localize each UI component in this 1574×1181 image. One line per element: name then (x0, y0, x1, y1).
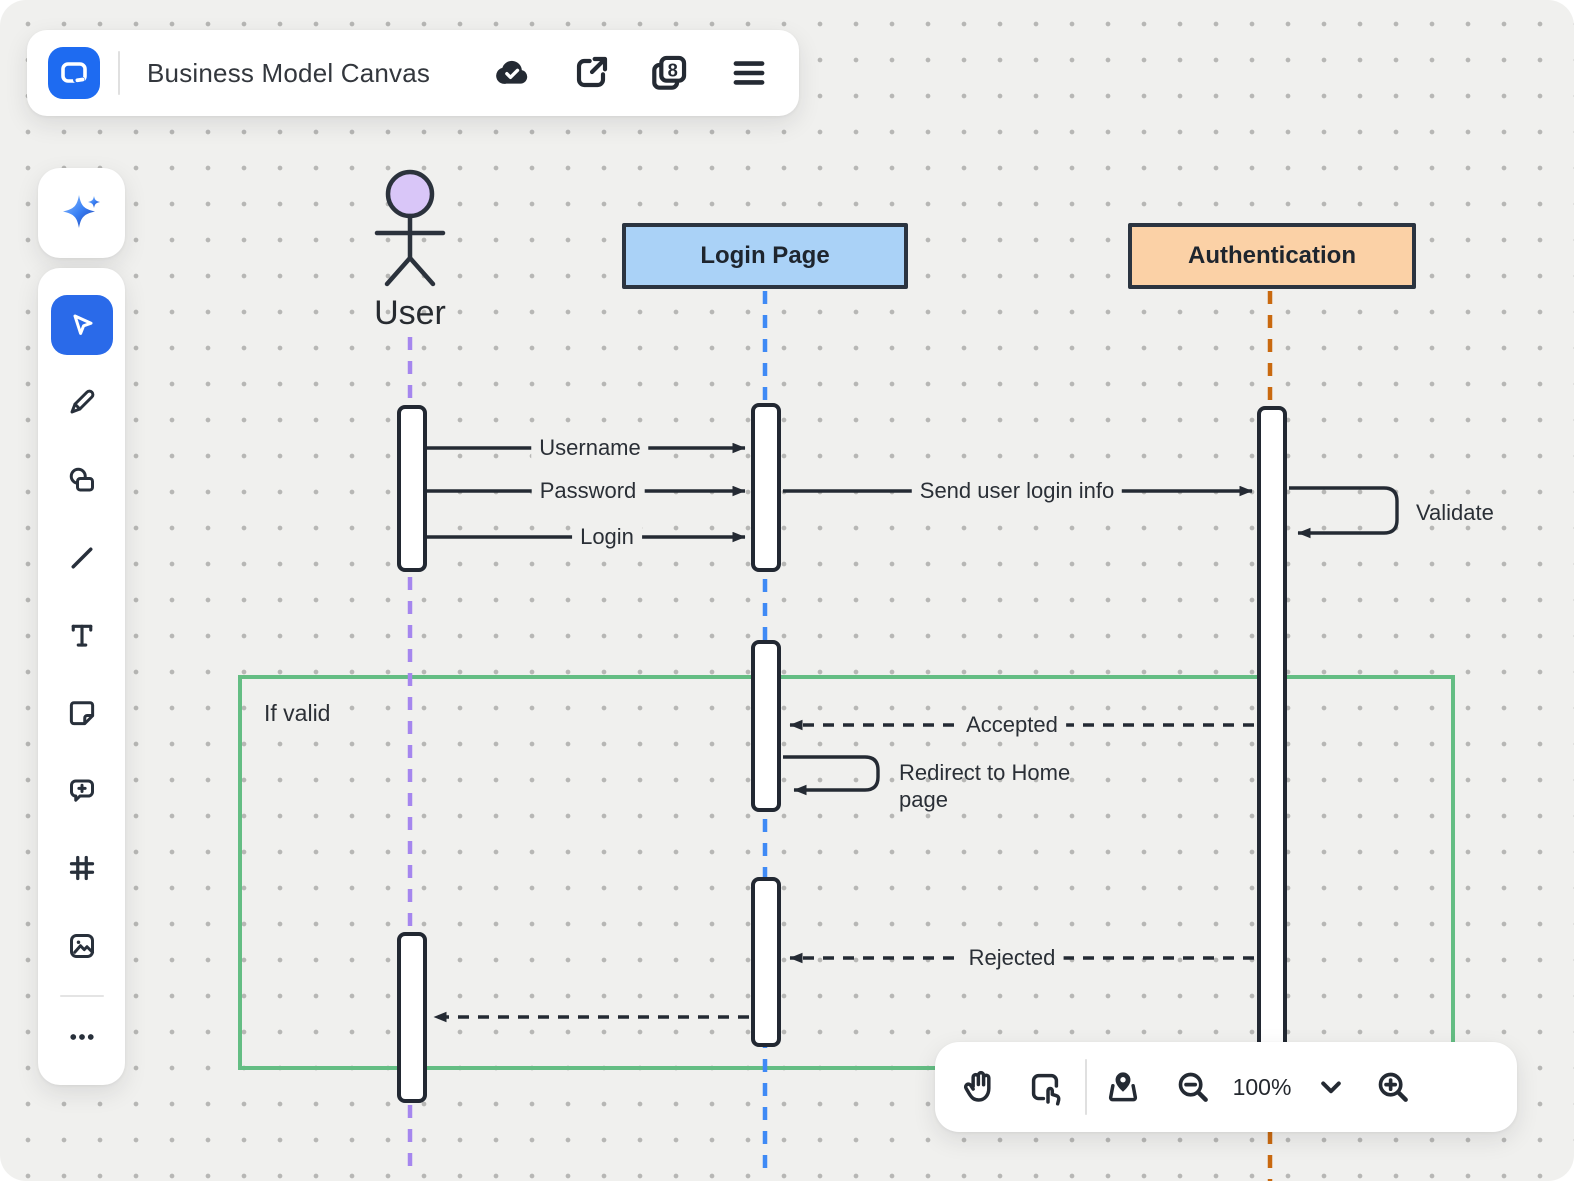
fragment-if-valid-label: If valid (258, 700, 337, 727)
document-title[interactable]: Business Model Canvas (147, 57, 431, 88)
zoom-out-icon (1178, 1072, 1208, 1102)
tools-divider (59, 994, 104, 997)
message-redirect-label: Redirect to Home page (899, 760, 1071, 812)
actor-user-label: User (374, 294, 446, 332)
app-logo[interactable] (48, 47, 100, 99)
comment-icon (69, 779, 94, 802)
ai-sparkle-icon (62, 195, 100, 228)
fragment-if-valid[interactable] (238, 675, 1455, 1070)
pencil-tool-button[interactable] (51, 373, 113, 433)
cloud-sync-icon (496, 60, 528, 84)
participant-login-page[interactable]: Login Page (622, 223, 908, 289)
line-tool-button[interactable] (51, 528, 113, 588)
app-logo-icon (61, 62, 87, 83)
activation-auth[interactable] (1257, 406, 1287, 1055)
cloud-sync-button[interactable] (490, 51, 534, 95)
shapes-tool-button[interactable] (51, 450, 113, 510)
message-login-label: Login (572, 523, 642, 551)
activation-user-2[interactable] (397, 932, 427, 1103)
menu-icon (733, 61, 765, 85)
tap-tool-button[interactable] (1019, 1061, 1071, 1113)
message-rejected-label: Rejected (960, 944, 1064, 972)
message-username-label: Username (531, 434, 649, 462)
zoom-toolbar-divider (1085, 1059, 1087, 1115)
zoom-dropdown-button[interactable] (1305, 1061, 1357, 1113)
hand-tool-button[interactable] (953, 1061, 1005, 1113)
tap-tool-icon (1031, 1073, 1061, 1106)
share-button[interactable] (569, 51, 613, 95)
pencil-icon (70, 390, 94, 414)
activation-login-3[interactable] (751, 877, 781, 1047)
zoom-toolbar: 100% (935, 1042, 1517, 1132)
pages-icon: 8 (652, 55, 687, 90)
participant-authentication-label: Authentication (1188, 242, 1356, 269)
page-count: 8 (668, 59, 678, 80)
top-toolbar: Business Model Canvas 8 (27, 30, 799, 116)
activation-login-2[interactable] (751, 640, 781, 812)
line-icon (71, 547, 92, 569)
activation-user-1[interactable] (397, 405, 427, 572)
zoom-in-icon (1378, 1072, 1408, 1102)
zoom-dropdown-chevron (1321, 1081, 1341, 1094)
more-icon (69, 1033, 94, 1040)
image-tool-button[interactable] (51, 916, 113, 976)
message-send-info-label: Send user login info (911, 477, 1123, 505)
image-icon (69, 933, 94, 958)
more-tools-button[interactable] (51, 1016, 113, 1058)
frame-icon (69, 856, 94, 881)
pages-button[interactable]: 8 (647, 51, 691, 95)
menu-button[interactable] (727, 51, 771, 95)
minimap-button[interactable] (1097, 1061, 1149, 1113)
participant-login-page-label: Login Page (700, 242, 830, 269)
comment-tool-button[interactable] (51, 761, 113, 821)
sticky-note-icon (69, 701, 94, 726)
zoom-out-button[interactable] (1167, 1061, 1219, 1113)
select-cursor-icon (73, 314, 92, 335)
text-tool-button[interactable] (51, 606, 113, 666)
tools-sidebar (38, 268, 125, 1085)
text-icon (71, 625, 92, 647)
message-redirect-selfloop[interactable] (783, 755, 880, 796)
actor-user-figure[interactable] (374, 169, 446, 287)
select-tool-button[interactable] (50, 295, 113, 355)
sticky-note-tool-button[interactable] (51, 683, 113, 743)
activation-login-1[interactable] (751, 403, 781, 572)
ai-assistant-card (38, 168, 125, 258)
toolbar-divider (118, 51, 120, 95)
message-password-label: Password (531, 477, 645, 505)
message-validate-selfloop[interactable] (1289, 486, 1399, 539)
share-icon (576, 56, 608, 88)
minimap-icon (1108, 1072, 1138, 1102)
zoom-in-button[interactable] (1367, 1061, 1419, 1113)
ai-assistant-button[interactable] (51, 182, 113, 244)
participant-authentication[interactable]: Authentication (1128, 223, 1416, 289)
frame-tool-button[interactable] (51, 838, 113, 898)
message-validate-label: Validate (1416, 500, 1494, 525)
message-accepted-label: Accepted (958, 711, 1066, 739)
shapes-icon (69, 467, 94, 492)
hand-tool-icon (963, 1070, 991, 1102)
zoom-level[interactable]: 100% (1232, 1073, 1292, 1100)
